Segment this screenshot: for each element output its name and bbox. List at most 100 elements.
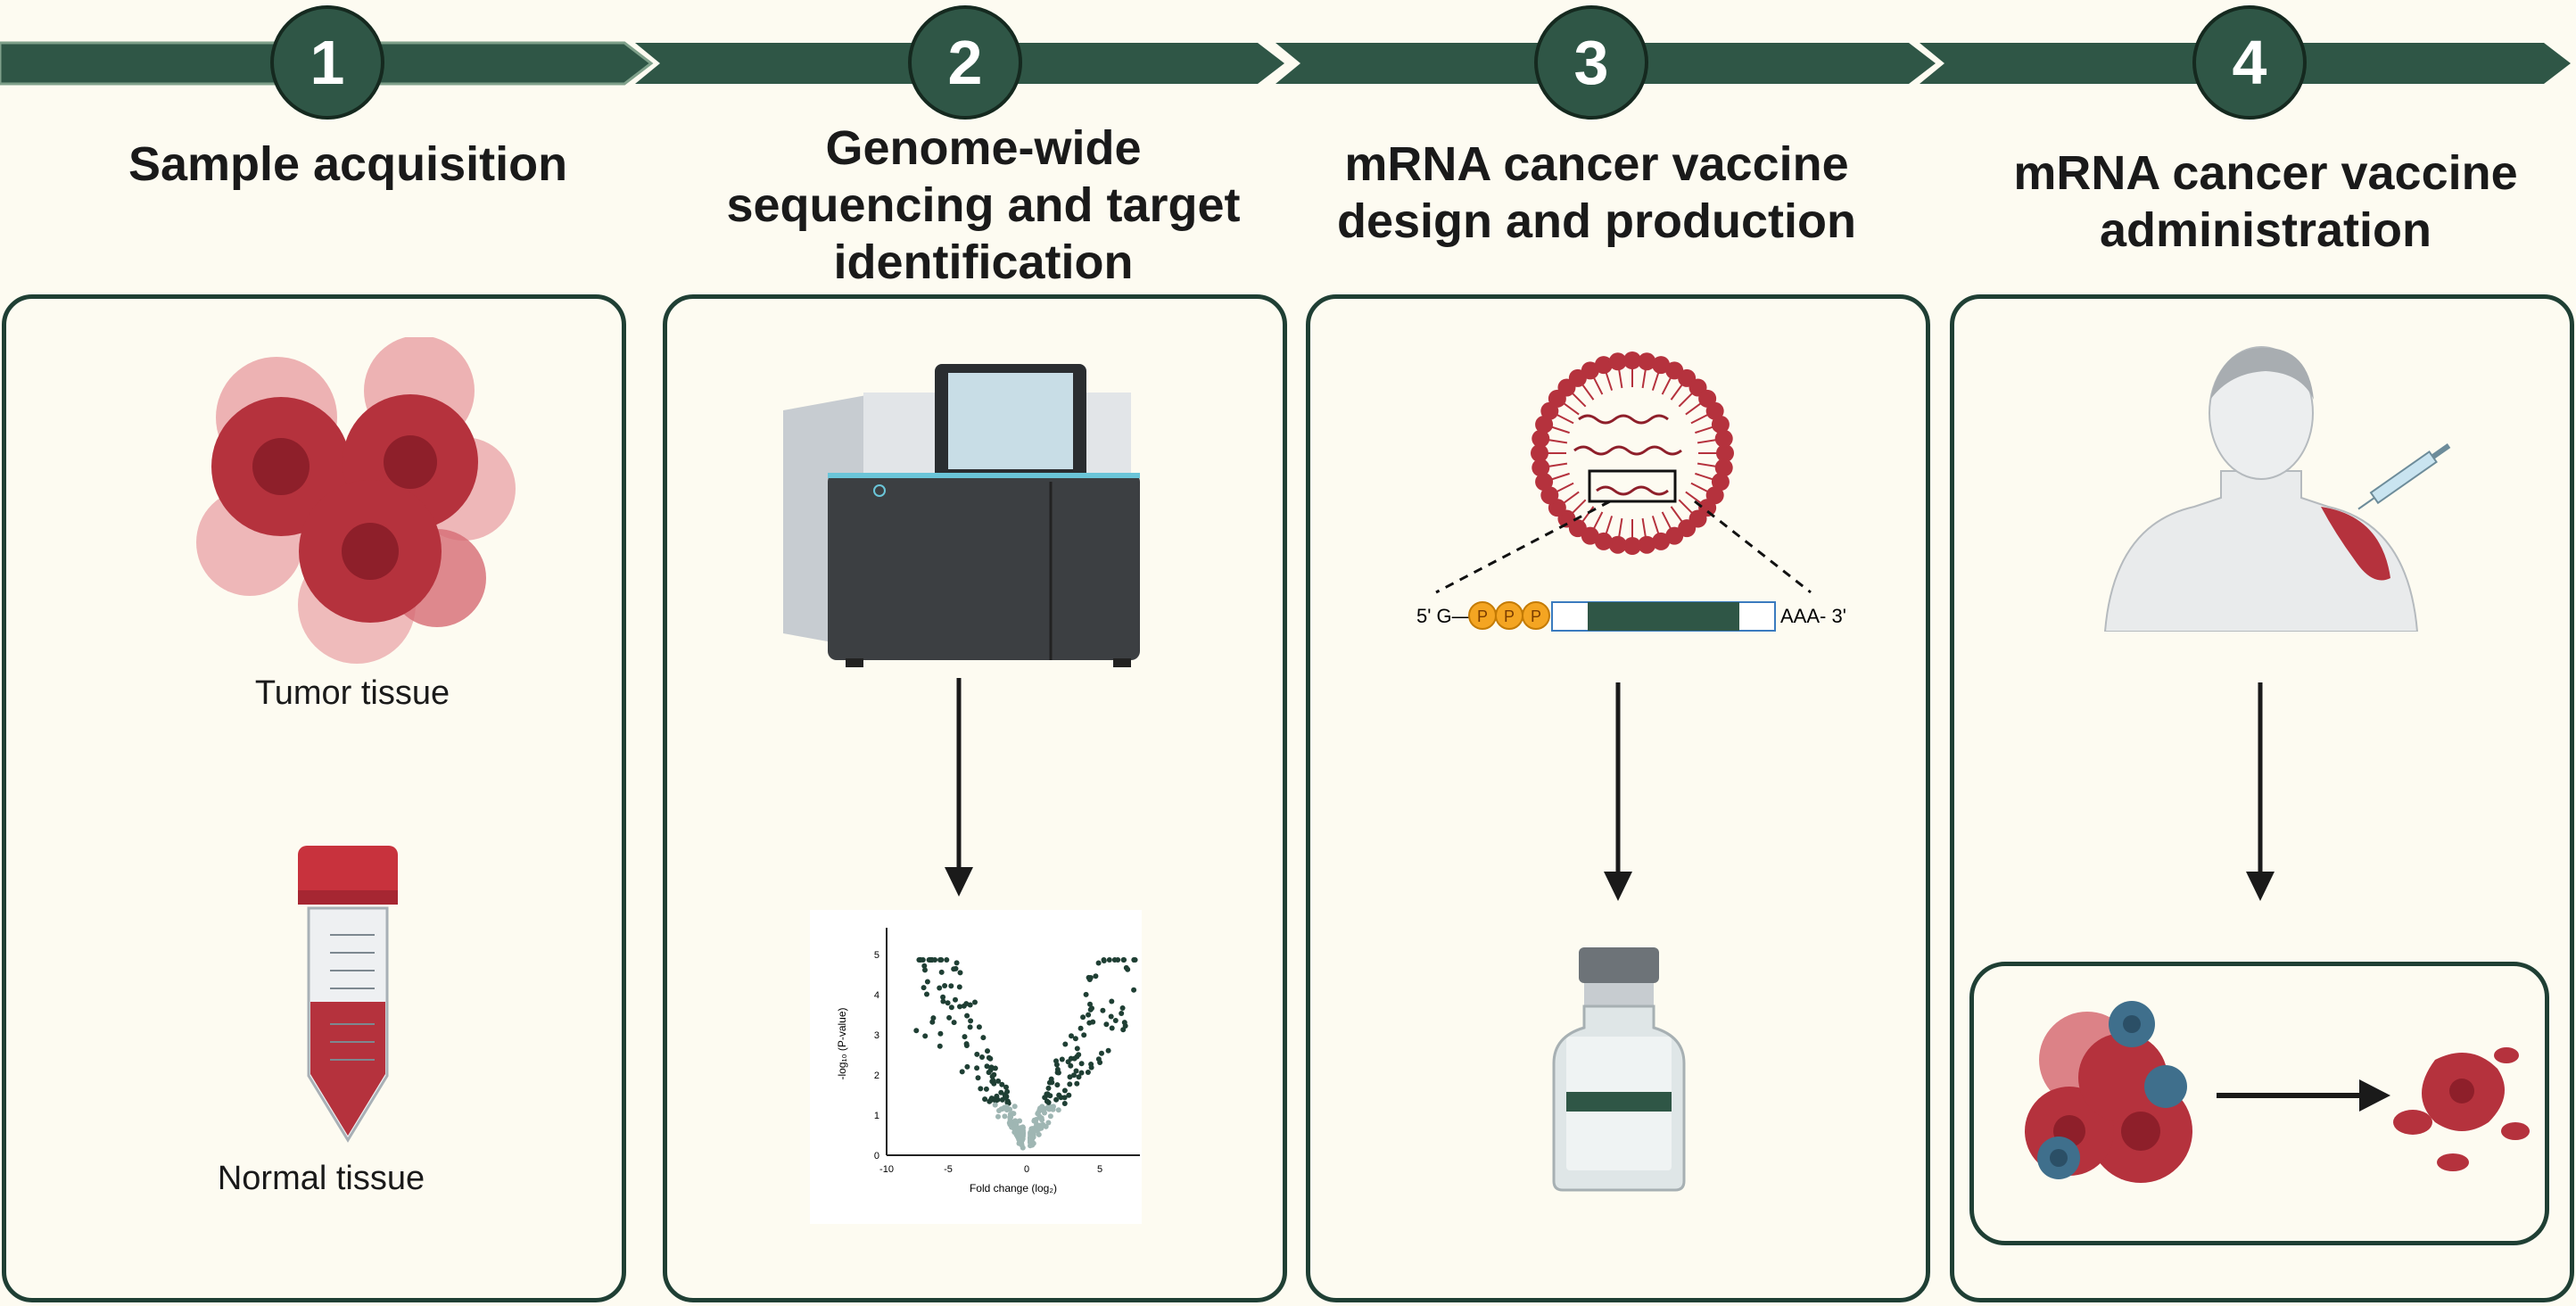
volcano-point [1036, 1114, 1043, 1120]
volcano-point [1109, 998, 1115, 1004]
volcano-point [1119, 1005, 1126, 1011]
cap-phosphate: P [1531, 608, 1541, 625]
volcano-point [953, 996, 958, 1003]
lipid-head [1652, 356, 1671, 375]
step-3-title: mRNA cancer vaccine design and productio… [1337, 137, 1856, 248]
volcano-point [1012, 1118, 1019, 1124]
volcano-point [963, 1041, 970, 1047]
step-2-number: 2 [947, 28, 983, 97]
step-4-number: 4 [2232, 28, 2267, 97]
volcano-plot-canvas: -10 -5 0 5 0 1 2 3 4 5 Fold change (log₂… [836, 928, 1140, 1194]
step-3-number: 3 [1573, 28, 1609, 97]
volcano-point [1077, 1025, 1084, 1031]
volcano-point [1061, 1087, 1068, 1094]
volcano-point [1074, 1046, 1080, 1052]
patient-injection-icon [2103, 346, 2451, 632]
volcano-point [984, 1063, 990, 1070]
step-2-title: Genome-wide sequencing and target identi… [726, 121, 1241, 289]
lipid-head [1665, 526, 1684, 545]
volcano-point [1069, 1033, 1074, 1039]
volcano-point [974, 1051, 980, 1057]
volcano-point [1121, 957, 1127, 963]
lipid-head [1594, 356, 1613, 375]
volcano-point [1035, 1124, 1041, 1130]
volcano-point [1042, 1095, 1048, 1101]
volcano-point [995, 1078, 1002, 1084]
volcano-xtick: 0 [1024, 1164, 1029, 1175]
cap-phosphate: P [1477, 608, 1488, 625]
lipid-head [1623, 537, 1641, 555]
volcano-point [922, 967, 928, 973]
lipid-head [1532, 429, 1550, 448]
volcano-point [940, 998, 946, 1004]
arrow-down-icon [945, 678, 973, 897]
volcano-point [1112, 1018, 1119, 1023]
volcano-point [940, 994, 946, 1000]
volcano-point [1016, 1140, 1022, 1146]
volcano-point [1047, 1113, 1053, 1120]
volcano-point [1028, 1132, 1034, 1138]
volcano-plot: -10 -5 0 5 0 1 2 3 4 5 Fold change (log₂… [810, 910, 1142, 1224]
volcano-point [1056, 1092, 1062, 1098]
volcano-point [1093, 973, 1099, 980]
three-prime-label: AAA- 3' [1780, 605, 1846, 627]
volcano-point [1054, 1066, 1061, 1072]
volcano-point [1074, 1080, 1080, 1087]
volcano-point [1078, 1070, 1085, 1076]
volcano-point [921, 985, 927, 991]
volcano-point [1080, 1014, 1086, 1021]
volcano-point [921, 963, 928, 969]
volcano-point [972, 999, 978, 1005]
volcano-point [937, 985, 943, 991]
volcano-point [1039, 1103, 1045, 1110]
step-1-number: 1 [310, 28, 345, 97]
volcano-point [937, 957, 943, 963]
volcano-point [1065, 1059, 1071, 1065]
step-1-title: Sample acquisition [128, 137, 568, 191]
volcano-xtick: 5 [1097, 1164, 1102, 1175]
volcano-point [1125, 966, 1131, 972]
volcano-point [951, 966, 957, 972]
volcano-point [1086, 1012, 1092, 1018]
lipid-head [1532, 459, 1550, 477]
volcano-point [1131, 957, 1137, 963]
volcano-point [948, 1004, 954, 1011]
lipid-head [1608, 535, 1627, 554]
volcano-point [930, 1015, 937, 1021]
lipid-head [1714, 459, 1733, 477]
volcano-ytick: 1 [874, 1111, 879, 1121]
volcano-point [1071, 1072, 1077, 1079]
lipid-head [1638, 535, 1656, 554]
volcano-point [1131, 987, 1137, 993]
volcano-point [1046, 1106, 1053, 1112]
volcano-ytick: 3 [874, 1030, 879, 1041]
volcano-point [1062, 1041, 1069, 1047]
volcano-point [964, 1013, 970, 1019]
volcano-point [1076, 1052, 1082, 1058]
volcano-point [922, 1033, 929, 1039]
volcano-xlabel: Fold change (log₂) [970, 1182, 1057, 1194]
volcano-point [998, 1106, 1004, 1112]
lipid-head [1535, 415, 1554, 434]
volcano-point [1120, 1027, 1127, 1033]
volcano-point [954, 960, 960, 966]
arrow-down-icon [2246, 682, 2275, 901]
lipid-head [1705, 401, 1724, 420]
volcano-point [1119, 1011, 1125, 1016]
volcano-point [1111, 957, 1118, 963]
volcano-point [992, 1102, 998, 1108]
volcano-point [959, 1069, 965, 1075]
volcano-point [1011, 1103, 1018, 1110]
volcano-point [982, 1096, 988, 1103]
volcano-point [1073, 1068, 1079, 1074]
step-2-badge: 2 [908, 5, 1022, 120]
lipid-head [1652, 532, 1671, 550]
volcano-point [1018, 1137, 1024, 1143]
lipid-head [1711, 415, 1730, 434]
lipid-head [1531, 444, 1548, 462]
volcano-point [1045, 1085, 1052, 1091]
normal-tissue-label: Normal tissue [217, 1160, 425, 1197]
volcano-point [929, 1019, 936, 1025]
volcano-point [1066, 1092, 1072, 1098]
volcano-point [998, 1089, 1004, 1095]
